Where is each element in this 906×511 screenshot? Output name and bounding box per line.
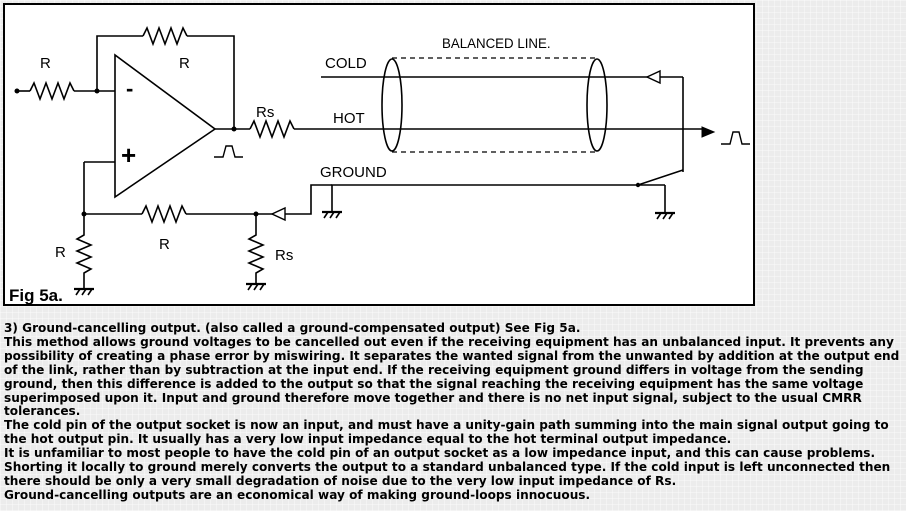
ground-symbol-receive xyxy=(655,211,675,220)
cold-label: COLD xyxy=(325,55,367,72)
input-resistor-label: R xyxy=(40,55,51,72)
bottom-rs-label: Rs xyxy=(275,247,293,264)
figure-caption: Fig 5a. xyxy=(9,286,63,305)
cable-end-left xyxy=(381,58,403,152)
bottom-rs-resistor xyxy=(246,214,266,284)
circuit-diagram: - + R R Rs HOT COLD GROUND xyxy=(9,25,750,305)
bottom-left-resistor xyxy=(74,214,94,289)
cable-end-right xyxy=(586,58,608,152)
paragraph-conclusion: Ground-cancelling outputs are an economi… xyxy=(4,487,591,502)
ground-symbol-send xyxy=(322,210,342,219)
output-junction xyxy=(231,126,237,132)
ground-label: GROUND xyxy=(320,164,387,181)
ground-sense-arrow xyxy=(270,206,286,222)
summing-resistor xyxy=(141,203,187,225)
hot-label: HOT xyxy=(333,110,365,127)
hot-arrow xyxy=(701,126,716,138)
ground-conductor-left xyxy=(331,184,597,212)
ground-symbol-rs xyxy=(246,282,266,291)
op-amp-triangle xyxy=(114,53,217,199)
balanced-line-label: BALANCED LINE. xyxy=(442,36,551,51)
op-amp-noninverting-sign: + xyxy=(121,140,136,170)
bottom-left-resistor-label: R xyxy=(55,244,66,261)
feedback-resistor xyxy=(142,25,188,47)
op-amp-inverting-sign: - xyxy=(126,76,133,101)
summing-resistor-label: R xyxy=(159,236,170,253)
pulse-symbol-hot xyxy=(721,131,750,145)
ground-junction xyxy=(635,182,641,188)
ground-symbol-left xyxy=(74,287,94,296)
paragraph-cold-pin: The cold pin of the output socket is now… xyxy=(4,418,889,447)
ground-conductor-right xyxy=(597,169,684,186)
article-text: 3) Ground-cancelling output. (also calle… xyxy=(4,321,904,503)
figure-frame: - + R R Rs HOT COLD GROUND xyxy=(3,3,755,306)
paragraph-method: This method allows ground voltages to be… xyxy=(4,334,900,419)
cold-arrow xyxy=(645,69,661,85)
input-resistor xyxy=(29,80,75,102)
paragraph-unfamiliar: It is unfamiliar to most people to have … xyxy=(4,446,891,488)
section-heading: 3) Ground-cancelling output. (also calle… xyxy=(4,321,581,335)
series-rs-label: Rs xyxy=(256,104,274,121)
feedback-resistor-label: R xyxy=(179,55,190,72)
series-rs-resistor xyxy=(249,118,295,140)
pulse-symbol-output xyxy=(214,145,243,158)
